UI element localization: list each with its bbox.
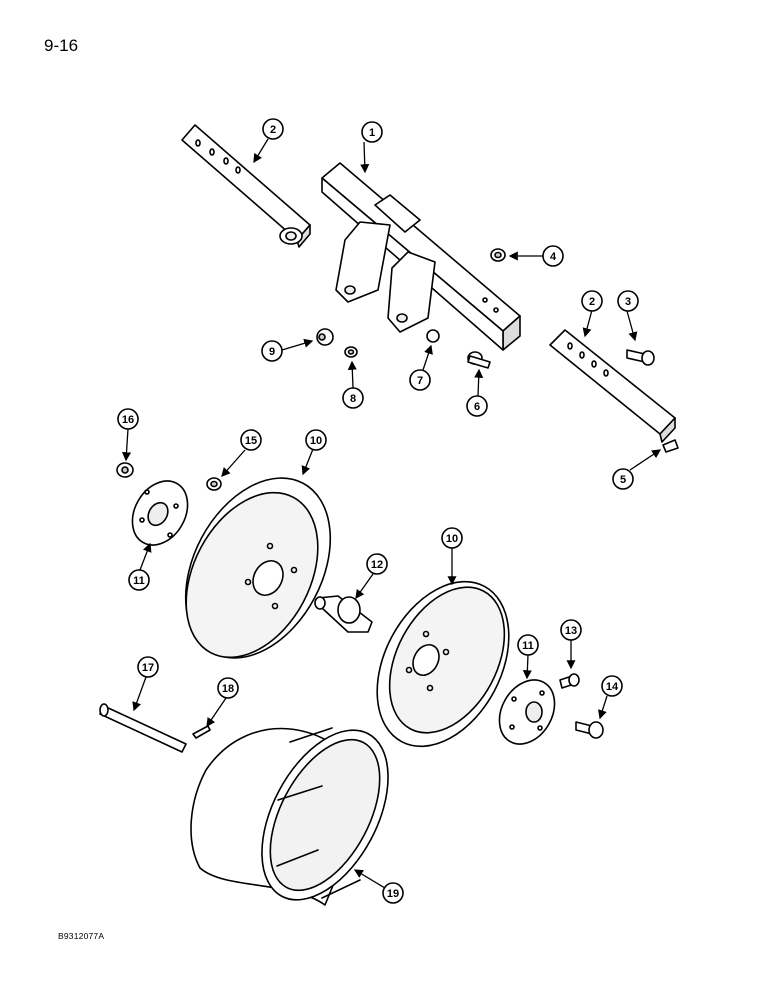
callout-19-label: 19 bbox=[387, 888, 399, 900]
callout-2-top-label: 2 bbox=[270, 124, 276, 136]
callout-11-left: 11 bbox=[128, 542, 152, 591]
callout-8-label: 8 bbox=[350, 393, 356, 405]
callout-19: 19 bbox=[353, 869, 404, 904]
callout-3-label: 3 bbox=[625, 296, 631, 308]
callout-1: 1 bbox=[360, 121, 383, 174]
callout-15-label: 15 bbox=[245, 435, 257, 447]
callout-17-label: 17 bbox=[142, 662, 154, 674]
callout-6-label: 6 bbox=[474, 401, 480, 413]
page-number: 9-16 bbox=[44, 36, 79, 55]
hub-11-left-part bbox=[131, 480, 189, 546]
setscrew-5-part bbox=[662, 439, 679, 453]
callout-11-right: 11 bbox=[517, 634, 539, 680]
callout-10-left: 10 bbox=[301, 429, 327, 476]
bolt-6-part bbox=[467, 351, 491, 369]
callout-16-label: 16 bbox=[122, 414, 134, 426]
callout-2-right: 2 bbox=[581, 290, 603, 338]
callout-5-label: 5 bbox=[620, 474, 626, 486]
callout-9: 9 bbox=[261, 338, 314, 362]
callout-6: 6 bbox=[466, 368, 488, 417]
arm-right-part bbox=[549, 329, 676, 443]
callout-10-right: 10 bbox=[441, 527, 463, 586]
callout-13-label: 13 bbox=[565, 625, 577, 637]
callout-14-label: 14 bbox=[606, 681, 619, 693]
callout-7: 7 bbox=[409, 344, 433, 391]
callout-5: 5 bbox=[612, 449, 662, 490]
callout-10-right-label: 10 bbox=[446, 533, 458, 545]
callout-18-label: 18 bbox=[222, 683, 234, 695]
figure-code: B9312077A bbox=[58, 931, 105, 941]
callout-2-top: 2 bbox=[253, 118, 284, 164]
callout-4: 4 bbox=[508, 245, 564, 267]
nut-4-part bbox=[490, 248, 506, 262]
main-frame-part bbox=[321, 162, 521, 351]
callout-7-label: 7 bbox=[417, 375, 423, 387]
bolt-14-part bbox=[575, 721, 604, 739]
callout-12: 12 bbox=[355, 553, 388, 600]
nut-16-part bbox=[116, 462, 134, 478]
callout-18: 18 bbox=[206, 677, 239, 728]
callout-15: 15 bbox=[221, 429, 262, 477]
bolt-13-part bbox=[559, 673, 580, 689]
wheel-half-right-part bbox=[376, 580, 510, 748]
callout-3: 3 bbox=[617, 290, 639, 342]
pin-17-part bbox=[99, 703, 187, 753]
bushing-9-part bbox=[316, 328, 334, 346]
callout-16: 16 bbox=[117, 408, 139, 462]
callout-12-label: 12 bbox=[371, 559, 383, 571]
callout-8: 8 bbox=[342, 360, 364, 409]
callout-11-left-label: 11 bbox=[133, 575, 145, 587]
tire-19-part bbox=[190, 727, 389, 906]
bolt-3-part bbox=[626, 349, 655, 366]
callout-10-left-label: 10 bbox=[310, 435, 322, 447]
callout-11-right-label: 11 bbox=[522, 640, 534, 652]
callout-17: 17 bbox=[132, 656, 159, 712]
cotter-pin-18-part bbox=[192, 725, 211, 739]
callout-14: 14 bbox=[598, 675, 623, 720]
arm-left-part bbox=[181, 124, 311, 248]
hub-11-right-part bbox=[498, 679, 556, 745]
callout-9-label: 9 bbox=[269, 346, 275, 358]
nut-7-part bbox=[426, 329, 440, 343]
callout-13: 13 bbox=[560, 619, 582, 670]
washer-8-part bbox=[344, 346, 358, 358]
callout-1-label: 1 bbox=[369, 127, 375, 139]
callout-2-right-label: 2 bbox=[589, 296, 595, 308]
axle-12-part bbox=[314, 595, 373, 633]
nut-15-part bbox=[206, 477, 222, 491]
wheel-half-left-part bbox=[184, 477, 332, 659]
callout-4-label: 4 bbox=[550, 251, 557, 263]
